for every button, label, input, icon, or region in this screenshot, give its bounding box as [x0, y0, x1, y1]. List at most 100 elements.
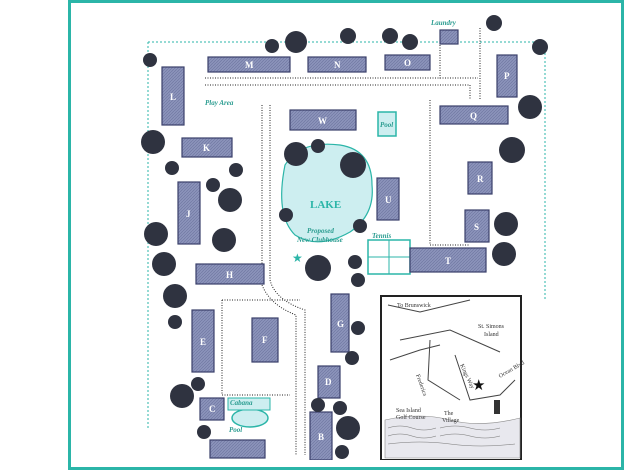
building-labels: M N O P L Q W K R U S J T H G E F D C B [170, 58, 510, 442]
tree-icon [311, 398, 325, 412]
inset-island-1: St. Simons [478, 324, 505, 330]
tree-icon [218, 188, 242, 212]
locator-inset: ★ To Brunswick St. Simons Island Sea Isl… [380, 295, 526, 460]
building-P [496, 54, 518, 98]
tree-icon [212, 228, 236, 252]
tree-icon [170, 384, 194, 408]
label-tennis: Tennis [372, 232, 391, 240]
building-E [191, 309, 215, 373]
tree-icon [486, 15, 502, 31]
label-K: K [203, 143, 210, 153]
tree-icon [165, 161, 179, 175]
label-H: H [226, 270, 233, 280]
tree-icon [284, 142, 308, 166]
trees [141, 15, 548, 459]
tree-icon [206, 178, 220, 192]
label-O: O [404, 58, 411, 68]
label-P: P [504, 71, 510, 81]
inset-waves [387, 425, 516, 447]
location-star-icon: ★ [472, 378, 485, 394]
pool-bottom [231, 408, 269, 428]
tree-icon [382, 28, 398, 44]
label-T: T [445, 256, 451, 266]
pool-top [377, 111, 397, 137]
tree-icon [340, 152, 366, 178]
lighthouse-icon [494, 400, 500, 414]
building-F [251, 317, 279, 363]
tree-icon [340, 28, 356, 44]
tree-icon [333, 401, 347, 415]
map-page: M N O P L Q W K R U S J T H G E F D C B … [68, 0, 624, 470]
building-S [464, 209, 490, 243]
cabana [227, 397, 271, 411]
tree-icon [143, 53, 157, 67]
inset-roads [387, 299, 516, 401]
building-C [199, 397, 225, 421]
label-J: J [186, 209, 191, 219]
tree-icon [168, 315, 182, 329]
label-R: R [477, 174, 484, 184]
label-laundry: Laundry [430, 19, 457, 27]
building-D [317, 365, 341, 399]
building-W [289, 109, 357, 131]
tree-icon [518, 95, 542, 119]
site-map: M N O P L Q W K R U S J T H G E F D C B … [141, 15, 548, 460]
label-new-clubhouse: New Clubhouse [296, 236, 343, 244]
clubhouse-star-icon: ★ [292, 251, 303, 265]
building-O [384, 54, 431, 71]
tree-icon [265, 39, 279, 53]
label-S: S [474, 222, 479, 232]
inset-to-brunswick: To Brunswick [397, 303, 431, 309]
tree-icon [152, 252, 176, 276]
tree-icon [499, 137, 525, 163]
north-road [439, 28, 481, 100]
main-road-edge [261, 105, 297, 455]
tree-icon [279, 208, 293, 222]
label-play-area: Play Area [205, 99, 234, 107]
tennis-net [368, 240, 410, 274]
building-T [409, 247, 487, 273]
building-J [177, 181, 201, 245]
inset-golf-1: Sea Island [396, 408, 421, 414]
tree-icon [141, 130, 165, 154]
inset-golf-2: Golf Course [396, 414, 426, 421]
label-D: D [325, 377, 332, 387]
tree-icon [229, 163, 243, 177]
tree-icon [532, 39, 548, 55]
top-road [205, 84, 471, 100]
label-N: N [334, 60, 341, 70]
building-B [309, 411, 333, 460]
inset-island-2: Island [484, 332, 499, 338]
label-proposed: Proposed [307, 227, 334, 235]
building-K [181, 137, 233, 158]
tree-icon [494, 212, 518, 236]
tree-icon [311, 139, 325, 153]
label-W: W [318, 116, 327, 126]
tree-icon [402, 34, 418, 50]
tree-icon [351, 321, 365, 335]
label-G: G [337, 319, 344, 329]
tree-icon [335, 445, 349, 459]
label-E: E [200, 337, 206, 347]
label-lake: LAKE [310, 199, 341, 211]
building-H [195, 263, 265, 285]
building-A [209, 439, 266, 459]
label-M: M [245, 60, 254, 70]
label-U: U [385, 195, 392, 205]
building-M [207, 56, 291, 73]
inset-water [384, 415, 521, 459]
label-cabana: Cabana [230, 399, 253, 407]
tree-icon [305, 255, 331, 281]
tree-icon [285, 31, 307, 53]
building-Q [439, 105, 509, 125]
building-G [330, 293, 350, 353]
label-Q: Q [470, 111, 477, 121]
label-F: F [262, 335, 268, 345]
inset-village-1: The [444, 411, 454, 417]
tree-icon [492, 242, 516, 266]
building-N [307, 56, 367, 73]
tree-icon [336, 416, 360, 440]
label-B: B [318, 432, 324, 442]
tree-icon [163, 284, 187, 308]
tree-icon [345, 351, 359, 365]
